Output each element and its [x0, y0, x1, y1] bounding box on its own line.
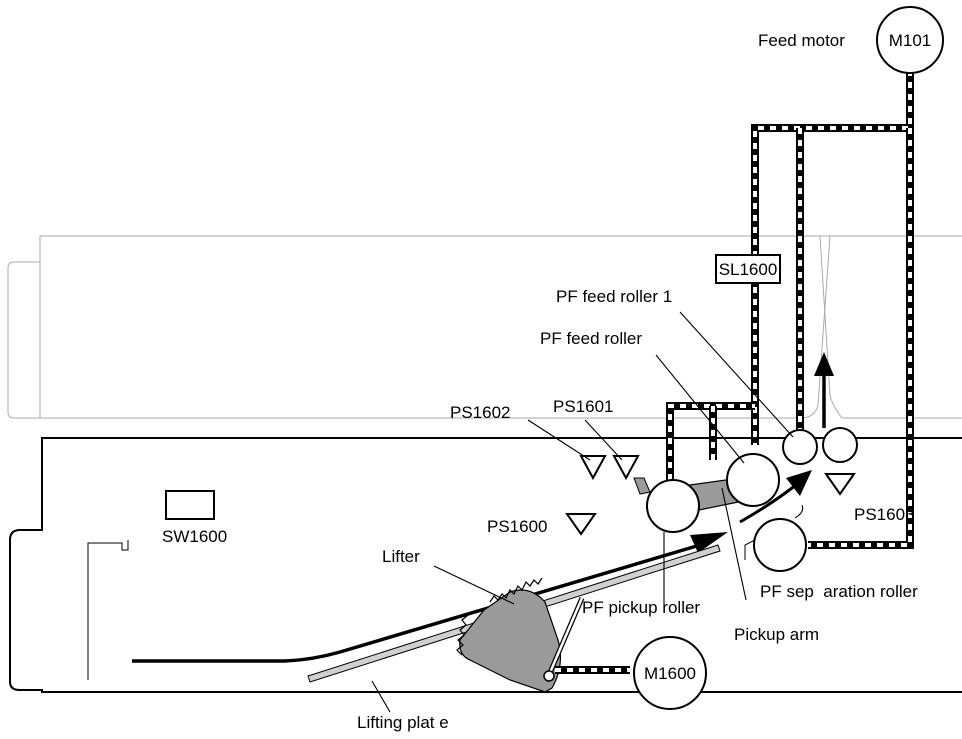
- ps1603-sensor: [824, 473, 856, 496]
- lifting-plate-label: Lifting plat e: [357, 713, 449, 732]
- separation-guide-curve: [794, 504, 804, 519]
- pickup-arm-label: Pickup arm: [734, 625, 819, 644]
- pf-feed-roller: [726, 453, 780, 507]
- pf-pickup-roller: [646, 479, 700, 533]
- leader-lines: [371, 311, 794, 713]
- lifter-label: Lifter: [382, 547, 420, 566]
- ps1602-label: PS1602: [450, 403, 511, 422]
- pf-feed-roller-1: [782, 429, 818, 465]
- pickup-arm-tip: [633, 477, 651, 495]
- pf-feed-roller-1-label: PF feed roller 1: [556, 287, 672, 306]
- m1600-motor: [633, 636, 707, 710]
- pf-separation-roller: [753, 518, 807, 572]
- ps1601-label: PS1601: [553, 397, 614, 416]
- cassette-body: [9, 437, 962, 693]
- ps1601-sensor: [612, 455, 640, 481]
- ps1600-sensor: [565, 513, 597, 536]
- lifter-teeth: [489, 577, 543, 603]
- sw1600-label: SW1600: [162, 527, 227, 546]
- ps1603-label: PS1603: [854, 505, 915, 524]
- pf-feed-roller-1-opposite: [822, 427, 858, 463]
- lifter-pivot: [543, 670, 555, 682]
- pf-feed-roller-label: PF feed roller: [540, 329, 642, 348]
- m101-label: M101: [889, 31, 932, 50]
- drive-train: [555, 70, 914, 674]
- m101-motor: [876, 6, 944, 74]
- paper-sheet: [132, 543, 701, 663]
- separation-guide: [744, 539, 756, 560]
- feed-motor-label: Feed motor: [758, 31, 845, 50]
- m1600-label: M1600: [644, 664, 696, 683]
- ps1602-sensor: [579, 455, 607, 481]
- feed-path-arrow: [739, 483, 797, 524]
- sl1600-label: SL1600: [719, 260, 778, 279]
- sw1600-switch: [165, 490, 215, 520]
- pf-separation-roller-label: PF sep aration roller: [760, 582, 918, 601]
- upper-tray: [7, 235, 962, 419]
- lifter-lower-teeth: [456, 614, 469, 656]
- pf-pickup-roller-label: PF pickup roller: [582, 598, 700, 617]
- paper-direction-arrow: [690, 532, 728, 553]
- ps1600-label: PS1600: [487, 517, 548, 536]
- sl1600-solenoid: [715, 254, 781, 284]
